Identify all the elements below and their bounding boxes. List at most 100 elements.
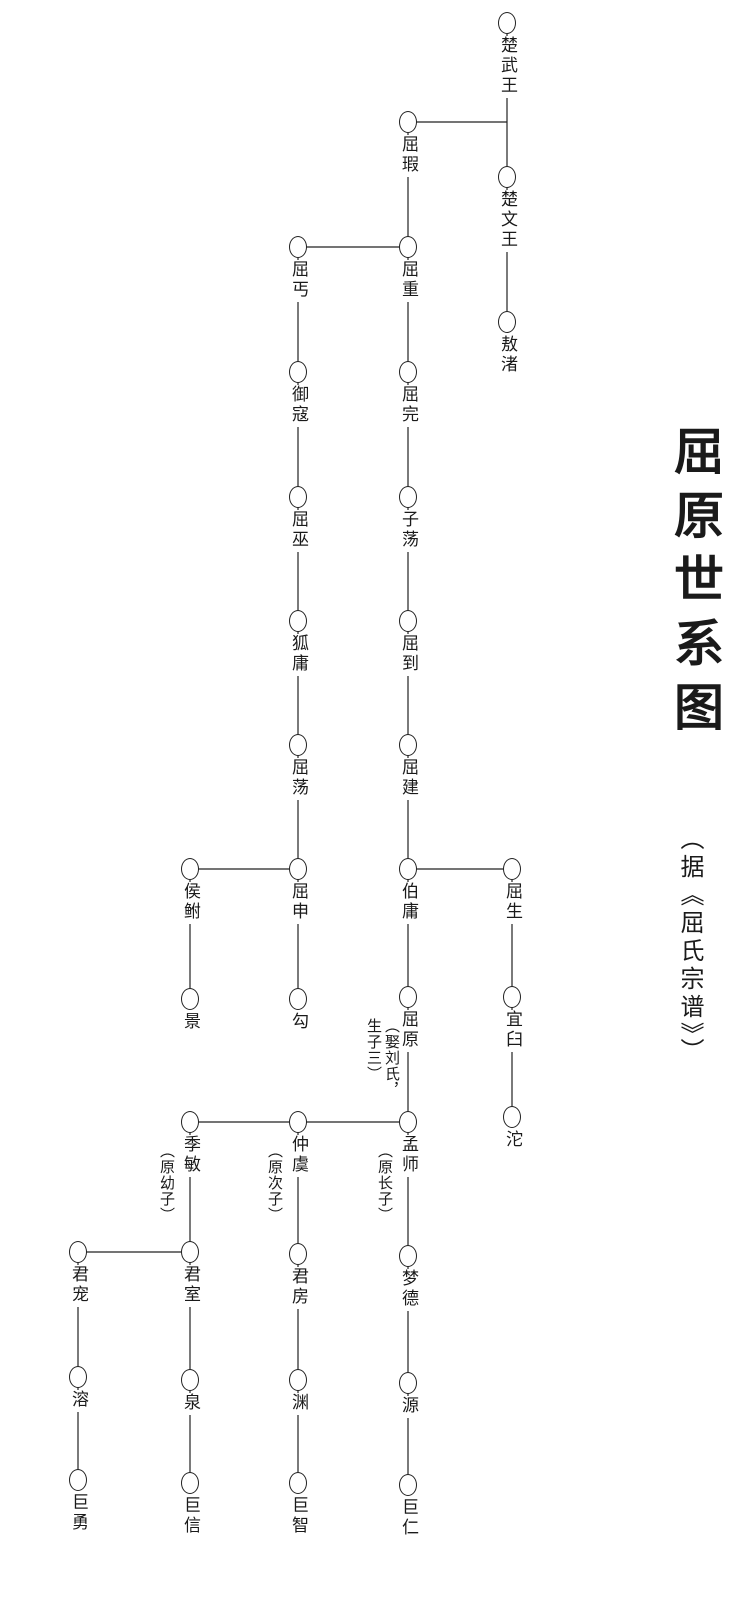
person-node-rong: 溶 — [68, 1366, 88, 1412]
person-circle-icon — [399, 236, 417, 258]
person-name: 泉 — [180, 1393, 200, 1415]
person-node-qu-wan: 屈完 — [398, 361, 418, 427]
person-node-ju-ren: 巨仁 — [398, 1474, 418, 1540]
person-name: 君宠 — [68, 1265, 88, 1307]
person-name: 巨勇 — [68, 1493, 88, 1535]
person-node-hu-yong: 狐庸 — [288, 610, 308, 676]
person-node-qu-yuan: 屈原 — [398, 986, 418, 1052]
person-circle-icon — [289, 1472, 307, 1494]
meng-shi-note: （原长子） — [376, 1143, 394, 1223]
person-node-qu-zhong: 屈重 — [398, 236, 418, 302]
person-node-ao-zhu: 敖渚 — [497, 311, 517, 377]
person-name: 子荡 — [398, 510, 418, 552]
person-node-jun-fang: 君房 — [288, 1243, 308, 1309]
person-circle-icon — [289, 1243, 307, 1265]
person-node-qu-shen: 屈申 — [288, 858, 308, 924]
person-node-chu-wenwang: 楚文王 — [497, 166, 517, 252]
person-circle-icon — [181, 1241, 199, 1263]
person-node-zi-dang: 子荡 — [398, 486, 418, 552]
person-name: 屈原 — [398, 1010, 418, 1052]
person-name: 宜臼 — [502, 1010, 522, 1052]
person-circle-icon — [503, 986, 521, 1008]
person-node-qu-dao: 屈到 — [398, 610, 418, 676]
source-note: （据《屈氏宗谱》） — [676, 826, 704, 1066]
person-name: 孟师 — [398, 1135, 418, 1177]
person-circle-icon — [181, 1111, 199, 1133]
person-circle-icon — [498, 166, 516, 188]
person-circle-icon — [289, 858, 307, 880]
person-node-ju-yong: 巨勇 — [68, 1469, 88, 1535]
person-circle-icon — [69, 1241, 87, 1263]
person-node-jun-chong: 君宠 — [68, 1241, 88, 1307]
person-circle-icon — [399, 858, 417, 880]
ji-min-note: （原幼子） — [158, 1143, 176, 1223]
person-node-meng-de: 梦德 — [398, 1245, 418, 1311]
person-circle-icon — [181, 858, 199, 880]
person-name: 巨智 — [288, 1496, 308, 1538]
person-circle-icon — [399, 1474, 417, 1496]
person-circle-icon — [503, 1106, 521, 1128]
person-circle-icon — [289, 361, 307, 383]
person-circle-icon — [289, 610, 307, 632]
person-name: 楚文王 — [497, 190, 517, 252]
person-circle-icon — [289, 734, 307, 756]
person-name: 屈建 — [398, 758, 418, 800]
person-name: 仲虞 — [288, 1135, 308, 1177]
person-circle-icon — [498, 311, 516, 333]
person-circle-icon — [181, 988, 199, 1010]
person-node-ju-xin: 巨信 — [180, 1472, 200, 1538]
person-node-qu-dang: 屈荡 — [288, 734, 308, 800]
person-name: 伯庸 — [398, 882, 418, 924]
person-node-qu-wu: 屈巫 — [288, 486, 308, 552]
person-circle-icon — [289, 486, 307, 508]
person-circle-icon — [503, 858, 521, 880]
person-circle-icon — [399, 361, 417, 383]
person-node-gou: 勾 — [288, 988, 308, 1034]
person-circle-icon — [399, 1245, 417, 1267]
person-node-ji-min: 季敏 — [180, 1111, 200, 1177]
person-node-jun-shi: 君室 — [180, 1241, 200, 1307]
person-node-chu-wuwang: 楚武王 — [497, 12, 517, 98]
person-name: 勾 — [288, 1012, 308, 1034]
person-node-qu-sheng: 屈生 — [502, 858, 522, 924]
person-circle-icon — [399, 986, 417, 1008]
qu-yuan-note: （娶刘氏，生子三） — [365, 1018, 401, 1098]
person-node-bo-yong: 伯庸 — [398, 858, 418, 924]
person-name: 屈荡 — [288, 758, 308, 800]
person-circle-icon — [69, 1469, 87, 1491]
person-circle-icon — [289, 236, 307, 258]
person-name: 季敏 — [180, 1135, 200, 1177]
person-name: 渊 — [288, 1393, 308, 1415]
person-circle-icon — [399, 734, 417, 756]
person-node-yu-kou: 御寇 — [288, 361, 308, 427]
person-name: 屈丐 — [288, 260, 308, 302]
person-name: 景 — [180, 1012, 200, 1034]
person-node-zhong-yu: 仲虞 — [288, 1111, 308, 1177]
person-circle-icon — [181, 1369, 199, 1391]
person-node-qu-gai: 屈丐 — [288, 236, 308, 302]
person-name: 巨信 — [180, 1496, 200, 1538]
person-node-hou-fu: 侯鲋 — [180, 858, 200, 924]
person-name: 君房 — [288, 1267, 308, 1309]
person-name: 沱 — [502, 1130, 522, 1152]
person-name: 狐庸 — [288, 634, 308, 676]
person-name: 屈到 — [398, 634, 418, 676]
person-circle-icon — [399, 1111, 417, 1133]
person-name: 源 — [398, 1396, 418, 1418]
person-name: 御寇 — [288, 385, 308, 427]
person-node-qu-xia: 屈瑕 — [398, 111, 418, 177]
person-name: 巨仁 — [398, 1498, 418, 1540]
person-node-yuan-408: 源 — [398, 1372, 418, 1418]
person-name: 屈巫 — [288, 510, 308, 552]
person-circle-icon — [399, 111, 417, 133]
diagram-title: 屈原世系图 — [666, 425, 725, 745]
person-circle-icon — [399, 1372, 417, 1394]
zhong-yu-note: （原次子） — [266, 1143, 284, 1223]
person-circle-icon — [498, 12, 516, 34]
person-circle-icon — [399, 486, 417, 508]
person-name: 君室 — [180, 1265, 200, 1307]
person-node-yuan-298: 渊 — [288, 1369, 308, 1415]
person-name: 屈瑕 — [398, 135, 418, 177]
person-node-yi-jiu: 宜臼 — [502, 986, 522, 1052]
person-name: 敖渚 — [497, 335, 517, 377]
